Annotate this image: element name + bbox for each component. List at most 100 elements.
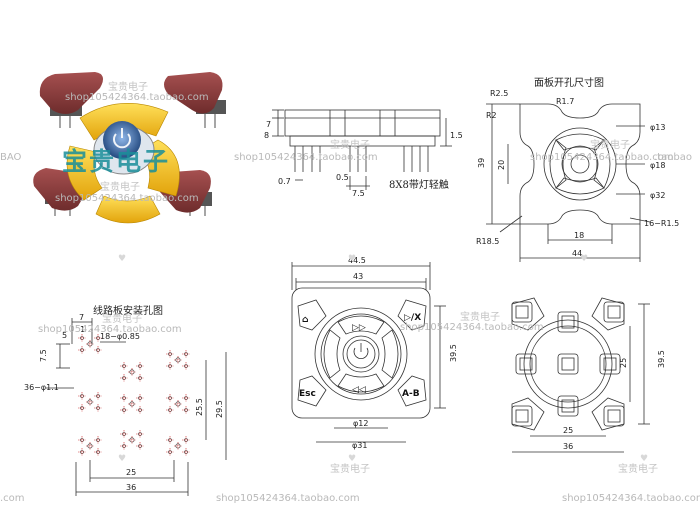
- pcb-holes-title: 线路板安装孔图: [93, 306, 163, 317]
- switch-inner: [603, 357, 617, 371]
- pcb-hole-cluster: [78, 334, 102, 354]
- switch-inner: [515, 409, 529, 423]
- heart-icon: ♥: [118, 454, 127, 464]
- heart-icon: ♥: [348, 254, 357, 264]
- dim-25-5: 25.5: [195, 398, 204, 416]
- switch-footprint: [515, 353, 537, 375]
- pcb-hole-cluster: [78, 392, 102, 412]
- dim-43: 43: [353, 272, 363, 281]
- dim-d12: φ12: [353, 419, 368, 428]
- watermark-cn-8: 宝贵电子: [618, 464, 658, 475]
- pcb-hole-drawing: [78, 334, 190, 456]
- watermark-com: .com: [0, 493, 25, 504]
- dim-7-5-pcb: 7.5: [39, 349, 48, 362]
- panel-cutout-drawing: [486, 103, 651, 262]
- heart-icon: ♥: [118, 254, 127, 264]
- dim-18: 18: [574, 231, 584, 240]
- dim-7-pcb: 7: [79, 313, 84, 322]
- pcb-hole-cluster: [120, 430, 144, 450]
- dim-r18-5: R18.5: [476, 237, 499, 246]
- dim-44-5: 44.5: [348, 256, 366, 265]
- dim-20: 20: [497, 160, 506, 170]
- play-label: ▷/X: [404, 313, 421, 323]
- led-note: 8X8带灯轻触: [389, 180, 449, 191]
- side-view: [272, 109, 452, 190]
- switch-inner: [561, 315, 575, 329]
- watermark-cn-5: 宝贵电子: [102, 314, 142, 325]
- dim-0-7: 0.7: [278, 177, 291, 186]
- pcb-hole-cluster: [166, 394, 190, 414]
- dim-0-5: 0.5: [336, 173, 349, 182]
- switch-inner: [561, 357, 575, 371]
- esc-label: Esc: [299, 389, 316, 399]
- front-view-drawing: [291, 262, 446, 443]
- switch-footprint: [511, 405, 533, 427]
- switch-footprint: [599, 353, 621, 375]
- dim-44: 44: [572, 249, 582, 258]
- pcb-hole-cluster: [120, 362, 144, 382]
- pcb-labels: 7 1 7.5 5 18−φ0.85 36−φ1.1 25.5 29.5 25 …: [24, 313, 224, 492]
- dim-36-pcb: 36: [126, 483, 136, 492]
- watermark-cn-6: 宝贵电子: [460, 312, 500, 323]
- dim-7: 7: [266, 120, 271, 129]
- dim-8: 8: [264, 131, 269, 140]
- watermark-bao: BAO: [0, 152, 22, 163]
- dim-39-5-bottom: 39.5: [657, 350, 666, 368]
- watermark-cn-1: 宝贵电子: [108, 82, 148, 93]
- switch-inner: [515, 305, 529, 319]
- dim-16-r1-5: 16−R1.5: [644, 219, 679, 228]
- product-3d-render: [33, 72, 226, 224]
- ab-label: A-B: [402, 389, 420, 399]
- heart-icon: ♥: [580, 254, 589, 264]
- watermark-shop-2: shop105424364.taobao.com: [55, 193, 199, 204]
- pcb-dims: [46, 318, 227, 496]
- dim-d32: φ32: [650, 191, 665, 200]
- bottom-view-drawing: [511, 297, 650, 453]
- watermark-shop-8: shop105424364.taobao.com: [562, 493, 700, 504]
- front-button-labels: ⌂ ▷▷ ▷/X Esc ◁◁ A-B: [299, 313, 421, 399]
- dim-39-5: 39.5: [449, 344, 458, 362]
- dim-r2-5: R2.5: [490, 89, 508, 98]
- dim-29-5: 29.5: [215, 400, 224, 418]
- dim-7-5: 7.5: [352, 189, 365, 198]
- pcb-hole-cluster: [166, 436, 190, 456]
- heart-icon: ♥: [640, 454, 649, 464]
- watermark-shop-1: shop105424364.taobao.com: [65, 92, 209, 103]
- switch-footprint: [557, 353, 579, 375]
- switch-inner: [519, 357, 533, 371]
- dim-d18: φ18: [650, 161, 665, 170]
- panel-cutout-title: 面板开孔尺寸图: [534, 78, 604, 89]
- dim-r1-7: R1.7: [556, 97, 574, 106]
- dim-1-pcb: 1: [80, 325, 85, 334]
- dim-5-pcb: 5: [62, 331, 67, 340]
- watermark-shop-4: shop105424364.taobao.com: [530, 152, 674, 163]
- dim-25-bottom-v: 25: [619, 358, 628, 368]
- watermark-shop-7: shop105424364.taobao.com: [216, 493, 360, 504]
- side-view-labels: 7 8 1.5 0.7 0.5 7.5: [264, 120, 463, 198]
- switch-footprint: [557, 311, 579, 333]
- dim-25-bottom: 25: [563, 426, 573, 435]
- dim-d31: φ31: [352, 441, 367, 450]
- watermark-shop-5: shop105424364.taobao.com: [38, 324, 182, 335]
- dim-r2: R2: [486, 111, 497, 120]
- panel-cutout-labels: R2.5 R2 R1.7 φ13 φ18 φ32 R18.5 16−R1.5 3…: [476, 89, 679, 258]
- watermark-cn-3: 宝贵电子: [330, 140, 370, 151]
- bottom-view-labels: 39.5 25 25 36: [563, 350, 666, 451]
- pcb-hole-cluster: [120, 394, 144, 414]
- watermark-cn-2: 宝贵电子: [100, 182, 140, 193]
- dim-39: 39: [477, 158, 486, 168]
- watermark-taobao: .taobao: [654, 152, 692, 163]
- dim-25-pcb: 25: [126, 468, 136, 477]
- switch-inner: [607, 409, 621, 423]
- switch-footprint: [603, 301, 625, 323]
- watermark-cn-7: 宝贵电子: [330, 464, 370, 475]
- watermark-shop-6: shop105424364.taobao.com: [400, 322, 544, 333]
- switch-inner: [607, 305, 621, 319]
- switch-footprint: [557, 395, 579, 417]
- dim-1-5: 1.5: [450, 131, 463, 140]
- back-label: ◁◁: [352, 385, 366, 395]
- home-icon: ⌂: [302, 315, 309, 325]
- heart-icon: ♥: [348, 454, 357, 464]
- pcb-hole-cluster: [78, 436, 102, 456]
- switch-footprint: [511, 301, 533, 323]
